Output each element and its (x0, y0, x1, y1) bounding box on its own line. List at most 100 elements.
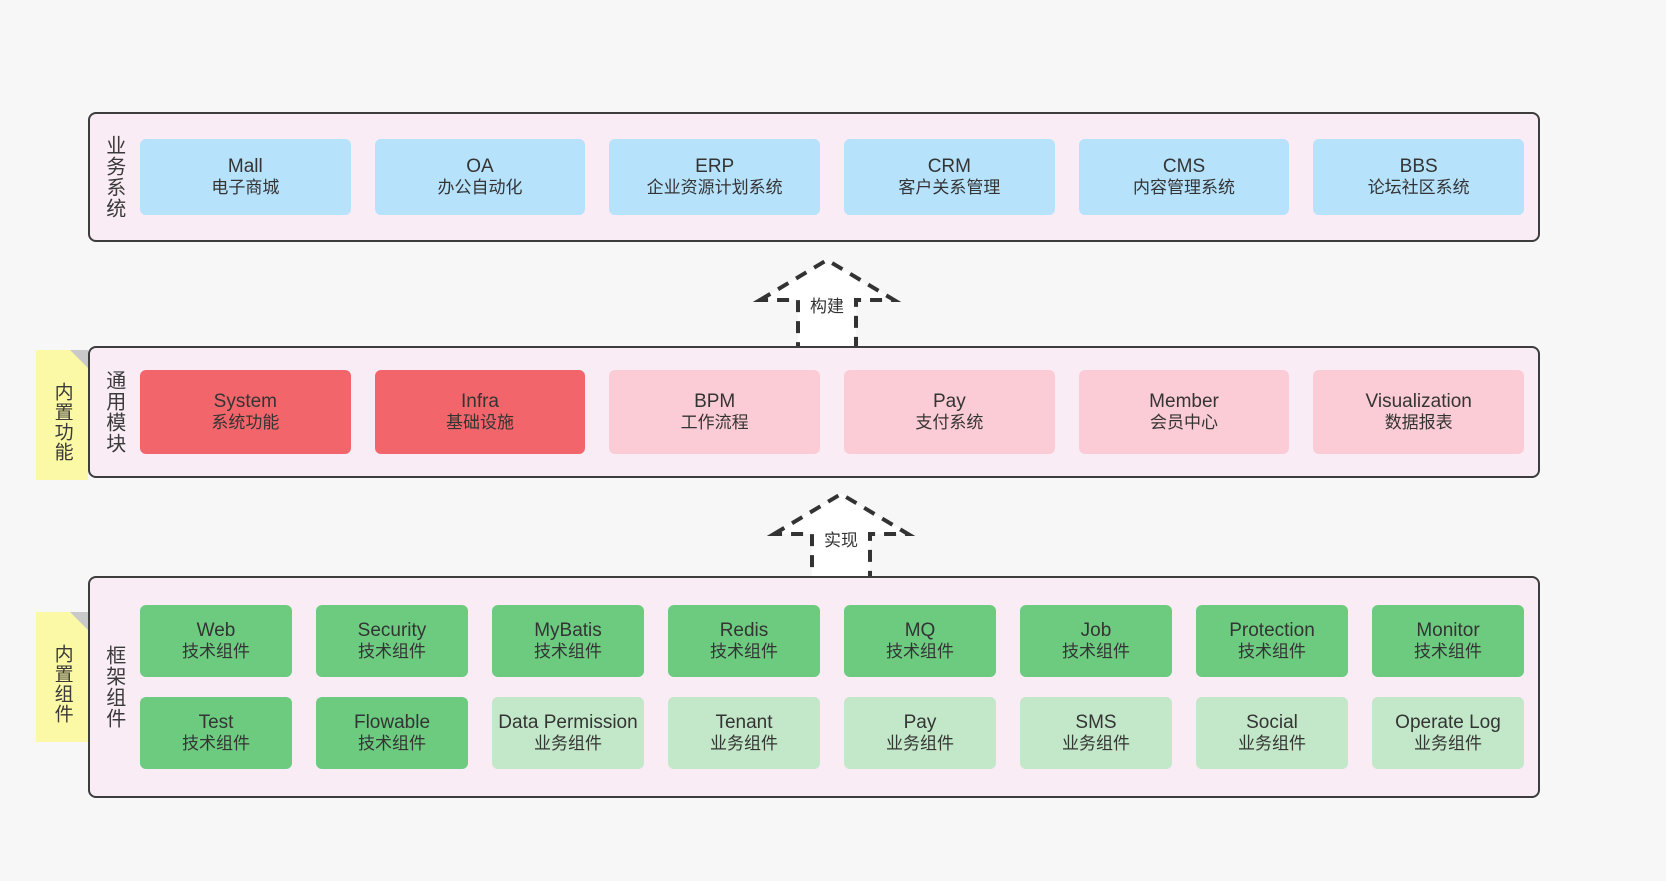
card-crm-subtitle: 客户关系管理 (898, 178, 1001, 198)
arrow-implement-label: 实现 (824, 531, 858, 550)
layer-common-module: 通用模块 System 系统功能 Infra 基础设施 BPM 工作流程 Pay (88, 346, 1540, 478)
card-mq-title: MQ (904, 620, 936, 642)
card-pay-component[interactable]: Pay 业务组件 (844, 697, 996, 769)
card-flowable-subtitle: 技术组件 (358, 734, 426, 754)
card-test-subtitle: 技术组件 (182, 734, 250, 754)
card-cms[interactable]: CMS 内容管理系统 (1078, 139, 1290, 215)
card-flowable[interactable]: Flowable 技术组件 (316, 697, 468, 769)
arrow-implement: 实现 (766, 488, 916, 586)
card-visualization-title: Visualization (1365, 391, 1472, 413)
card-member-title: Member (1149, 391, 1219, 413)
arrow-build-icon (752, 257, 902, 350)
card-system-subtitle: 系统功能 (211, 413, 280, 433)
card-crm[interactable]: CRM 客户关系管理 (844, 139, 1055, 215)
common-card-row: System 系统功能 Infra 基础设施 BPM 工作流程 Pay 支付系统… (140, 370, 1525, 454)
card-pay-component-title: Pay (903, 712, 937, 734)
card-pay-module-title: Pay (932, 391, 966, 413)
card-sms-title: SMS (1075, 712, 1117, 734)
card-bbs[interactable]: BBS 论坛社区系统 (1313, 139, 1525, 215)
card-social-subtitle: 业务组件 (1238, 734, 1306, 754)
card-bpm-subtitle: 工作流程 (680, 413, 749, 433)
card-test[interactable]: Test 技术组件 (140, 697, 292, 769)
card-web-title: Web (196, 620, 236, 642)
card-mybatis-subtitle: 技术组件 (534, 642, 602, 662)
card-protection[interactable]: Protection 技术组件 (1196, 605, 1348, 677)
card-security-title: Security (357, 620, 427, 642)
layer-body-framework-component: Web 技术组件 Security 技术组件 MyBatis 技术组件 Redi… (136, 578, 1538, 796)
layer-business-system: 业务系统 Mall 电子商城 OA 办公自动化 ERP 企业资源计划系统 CRM (88, 112, 1540, 242)
card-data-permission-title: Data Permission (498, 712, 638, 734)
card-pay-module-subtitle: 支付系统 (915, 413, 984, 433)
card-mq[interactable]: MQ 技术组件 (844, 605, 996, 677)
card-test-title: Test (198, 712, 234, 734)
card-sms-subtitle: 业务组件 (1062, 734, 1130, 754)
card-visualization-subtitle: 数据报表 (1384, 413, 1453, 433)
card-redis-title: Redis (719, 620, 769, 642)
card-web[interactable]: Web 技术组件 (140, 605, 292, 677)
card-tenant[interactable]: Tenant 业务组件 (668, 697, 820, 769)
card-infra[interactable]: Infra 基础设施 (374, 370, 586, 454)
card-tenant-subtitle: 业务组件 (710, 734, 778, 754)
layer-framework-component: 框架组件 Web 技术组件 Security 技术组件 MyBatis 技术组件… (88, 576, 1540, 798)
card-monitor-title: Monitor (1416, 620, 1480, 642)
card-protection-subtitle: 技术组件 (1238, 642, 1306, 662)
sticky-note-built-in-features: 内置功能 (36, 350, 88, 480)
card-member[interactable]: Member 会员中心 (1078, 370, 1290, 454)
card-job[interactable]: Job 技术组件 (1020, 605, 1172, 677)
card-data-permission[interactable]: Data Permission 业务组件 (492, 697, 644, 769)
card-crm-title: CRM (927, 156, 971, 178)
arrow-build: 构建 (752, 254, 902, 352)
sticky-note-built-in-components-label: 内置组件 (51, 644, 73, 724)
layer-body-business-system: Mall 电子商城 OA 办公自动化 ERP 企业资源计划系统 CRM 客户关系… (136, 114, 1538, 240)
card-sms[interactable]: SMS 业务组件 (1020, 697, 1172, 769)
card-monitor-subtitle: 技术组件 (1414, 642, 1482, 662)
card-mall-title: Mall (227, 156, 263, 178)
card-mall-subtitle: 电子商城 (211, 178, 280, 198)
card-redis[interactable]: Redis 技术组件 (668, 605, 820, 677)
card-bpm[interactable]: BPM 工作流程 (609, 370, 821, 454)
card-data-permission-subtitle: 业务组件 (534, 734, 602, 754)
card-web-subtitle: 技术组件 (182, 642, 250, 662)
note-fold-icon (70, 612, 88, 630)
card-pay-module[interactable]: Pay 支付系统 (844, 370, 1055, 454)
card-erp-title: ERP (695, 156, 735, 178)
card-oa-title: OA (466, 156, 494, 178)
card-oa-subtitle: 办公自动化 (437, 178, 523, 198)
card-flowable-title: Flowable (353, 712, 431, 734)
card-security-subtitle: 技术组件 (358, 642, 426, 662)
card-cms-subtitle: 内容管理系统 (1133, 178, 1236, 198)
card-bbs-title: BBS (1399, 156, 1438, 178)
card-mybatis-title: MyBatis (534, 620, 602, 642)
layer-body-common-module: System 系统功能 Infra 基础设施 BPM 工作流程 Pay 支付系统… (136, 348, 1538, 476)
card-erp[interactable]: ERP 企业资源计划系统 (609, 139, 821, 215)
card-oa[interactable]: OA 办公自动化 (374, 139, 586, 215)
framework-card-row-technical: Web 技术组件 Security 技术组件 MyBatis 技术组件 Redi… (140, 605, 1524, 677)
sticky-note-built-in-features-label: 内置功能 (51, 382, 73, 462)
layer-title-business-system: 业务系统 (102, 135, 125, 219)
card-mall[interactable]: Mall 电子商城 (140, 139, 351, 215)
card-social[interactable]: Social 业务组件 (1196, 697, 1348, 769)
card-infra-subtitle: 基础设施 (446, 413, 514, 433)
card-redis-subtitle: 技术组件 (710, 642, 778, 662)
business-card-row: Mall 电子商城 OA 办公自动化 ERP 企业资源计划系统 CRM 客户关系… (140, 139, 1525, 215)
card-tenant-title: Tenant (715, 712, 773, 734)
card-monitor[interactable]: Monitor 技术组件 (1372, 605, 1524, 677)
card-system-title: System (213, 391, 278, 413)
layer-title-framework-component: 框架组件 (102, 645, 125, 729)
card-job-subtitle: 技术组件 (1062, 642, 1130, 662)
card-bpm-title: BPM (694, 391, 736, 413)
card-job-title: Job (1080, 620, 1112, 642)
card-cms-title: CMS (1162, 156, 1206, 178)
card-erp-subtitle: 企业资源计划系统 (646, 178, 783, 198)
card-operate-log[interactable]: Operate Log 业务组件 (1372, 697, 1524, 769)
card-visualization[interactable]: Visualization 数据报表 (1313, 370, 1525, 454)
card-pay-component-subtitle: 业务组件 (886, 734, 954, 754)
card-security[interactable]: Security 技术组件 (316, 605, 468, 677)
card-member-subtitle: 会员中心 (1150, 413, 1219, 433)
card-system[interactable]: System 系统功能 (140, 370, 351, 454)
sticky-note-built-in-components: 内置组件 (36, 612, 88, 742)
card-protection-title: Protection (1229, 620, 1315, 642)
framework-card-row-business: Test 技术组件 Flowable 技术组件 Data Permission … (140, 697, 1524, 769)
card-mybatis[interactable]: MyBatis 技术组件 (492, 605, 644, 677)
